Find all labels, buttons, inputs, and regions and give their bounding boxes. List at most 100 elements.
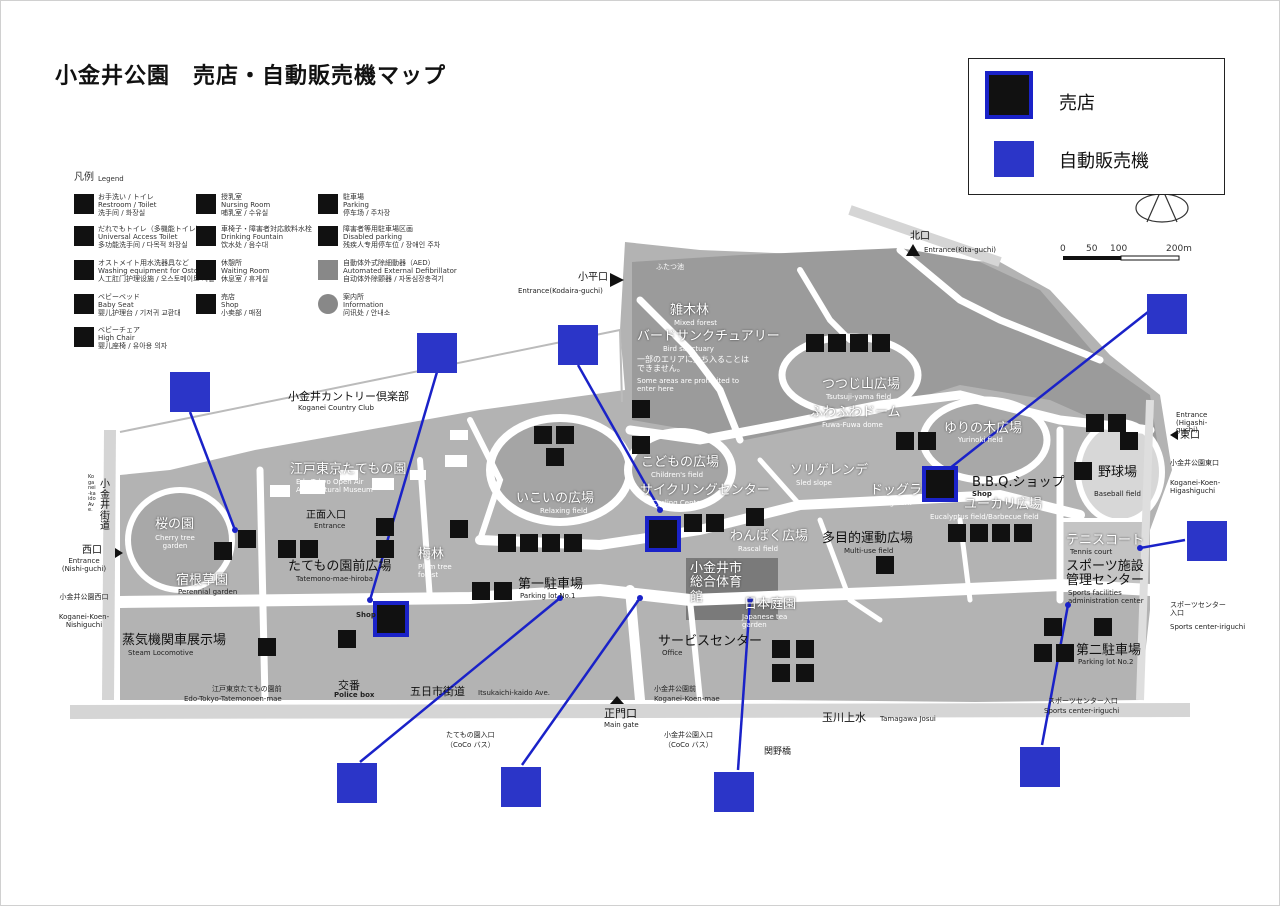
label-kodaira-entrance: 小平口: [578, 272, 608, 283]
koganei-kaido-road: [102, 429, 116, 701]
drinking-fountain-icon: [196, 226, 216, 246]
label-cycling-center: サイクリングセンター: [640, 483, 770, 498]
label-children-field-en: Children's field: [651, 471, 704, 479]
label-mixed-forest: 雑木林: [670, 303, 710, 318]
label-gymnasium-en: Gymnasium: [700, 593, 742, 601]
information-icon: [318, 294, 338, 314]
label-bbq-shop: B.B.Q.ショップ: [972, 475, 1065, 490]
facility-icon: [850, 334, 868, 352]
facility-icon: [796, 640, 814, 658]
scale-tick-100: 100: [1110, 244, 1128, 254]
label-plum-forest: 梅林: [418, 547, 445, 562]
park-paths: [114, 246, 1156, 705]
label-edo-museum: 江戸東京たてもの園: [290, 462, 407, 477]
vending-marker-bbq[interactable]: [1147, 294, 1187, 334]
facility-icon: [338, 630, 356, 648]
label-kita-entrance: 北口: [910, 231, 930, 242]
vending-marker-parking[interactable]: [501, 767, 541, 807]
label-parking-2: 第二駐車場: [1076, 643, 1142, 658]
key-shop-label: 売店: [1059, 93, 1095, 114]
vending-marker-museum[interactable]: [417, 333, 457, 373]
vending-marker-gym[interactable]: [714, 772, 754, 812]
facility-icon: [918, 432, 936, 450]
label-bs-nishiguchi-en: Koganei-Koen-Nishiguchi: [58, 613, 110, 629]
label-tennis-court: テニスコート: [1066, 533, 1145, 548]
waiting-room-icon: [196, 260, 216, 280]
vending-marker-tennis[interactable]: [1187, 521, 1227, 561]
scale-tick-0: 0: [1060, 244, 1066, 254]
facility-icon: [1044, 618, 1062, 636]
vending-marker-sports[interactable]: [1020, 747, 1060, 787]
label-bs-coco-2: 小金井公園入口: [664, 731, 713, 739]
label-nishi-entrance-en: Entrance (Nishi-guchi): [61, 557, 107, 573]
label-sled-slope: ソリゲレンデ: [790, 463, 869, 478]
facility-icon: [498, 534, 516, 552]
facility-icon: [1056, 644, 1074, 662]
label-children-field: こどもの広場: [641, 455, 720, 470]
facility-icon: [992, 524, 1010, 542]
label-country-club: 小金井カントリー倶楽部: [288, 390, 409, 403]
scale-bar: [1063, 255, 1180, 261]
shop-legend-icon: [196, 294, 216, 314]
vending-marker-cycling[interactable]: [558, 325, 598, 365]
label-relaxing-field-en: Relaxing field: [540, 507, 588, 515]
vending-marker-cherry[interactable]: [170, 372, 210, 412]
facility-icon: [746, 508, 764, 526]
label-service-center-en: Office: [662, 649, 683, 657]
cherry-area: [125, 487, 235, 593]
facility-icon: [258, 638, 276, 656]
facility-icon: [238, 530, 256, 548]
label-perennial-garden: 宿根草園: [176, 573, 229, 588]
label-higashi-entrance: 東口: [1180, 430, 1200, 441]
label-bs-koen-mae: 小金井公園前: [654, 685, 696, 693]
label-koganei-kaido: 小金井街道: [100, 479, 110, 532]
shop-marker-tatemono[interactable]: [373, 601, 409, 637]
disabled-parking-icon: [318, 226, 338, 246]
entrance-markers: [115, 244, 1178, 704]
museum-buildings: [270, 430, 468, 497]
facility-icon: [278, 540, 296, 558]
shop-icon: [985, 71, 1033, 119]
label-rascal-field-en: Rascal field: [738, 545, 779, 553]
label-tatemono-plaza-en: Tatemono-mae-hiroba: [296, 575, 373, 583]
facility-icon: [1120, 432, 1138, 450]
parking-icon: [318, 194, 338, 214]
label-rascal-field: わんぱく広場: [730, 529, 809, 544]
label-tamagawa-josui: 玉川上水: [822, 711, 866, 724]
facility-icon: [684, 514, 702, 532]
label-police-box-en: Police box: [334, 691, 375, 699]
label-sekino-bridge: 関野橋: [764, 747, 792, 757]
vending-marker-police[interactable]: [337, 763, 377, 803]
facility-icon: [376, 518, 394, 536]
label-fuwafuwa-dome: ふわふわドーム: [810, 405, 901, 420]
label-sanctuary-note: 一部のエリアに立ち入ることはできません。: [637, 355, 749, 373]
facility-icon: [1034, 644, 1052, 662]
country-club-area: [120, 330, 625, 475]
label-eucalyptus-field: ユーカリ広場: [964, 497, 1043, 512]
label-mixed-forest-en: Mixed forest: [674, 319, 718, 327]
shop-marker-bbq[interactable]: [922, 466, 958, 502]
label-main-gate-en: Main gate: [604, 721, 639, 729]
label-country-club-en: Koganei Country Club: [298, 404, 374, 412]
label-plum-forest-en: Plum tree forest: [418, 563, 452, 579]
shop-marker-cycling[interactable]: [645, 516, 681, 552]
label-multi-field: 多目的運動広場: [822, 531, 914, 546]
scale-tick-50: 50: [1086, 244, 1098, 254]
label-sports-admin: スポーツ施設管理センター: [1066, 559, 1145, 589]
facility-icon: [806, 334, 824, 352]
facility-icon: [534, 426, 552, 444]
facility-icon: [896, 432, 914, 450]
legend-aed: 自動体外式除細動器（AED）Automated External Defibri…: [343, 259, 457, 284]
facility-icon: [542, 534, 560, 552]
label-parking-1: 第一駐車場: [518, 577, 584, 592]
label-fuwafuwa-dome-en: Fuwa-Fuwa dome: [822, 421, 883, 429]
